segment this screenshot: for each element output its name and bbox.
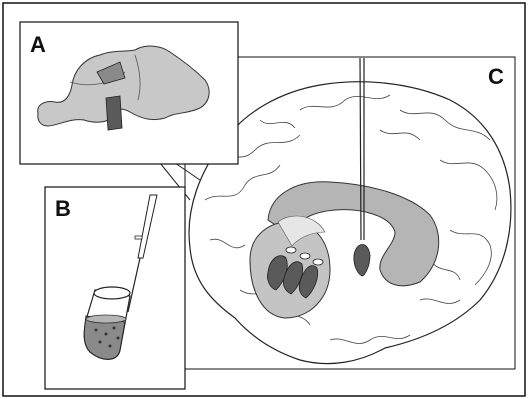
- graft-track-3: [313, 259, 323, 265]
- graft-track-1: [286, 247, 296, 253]
- panel-b-letter: B: [55, 196, 71, 221]
- pipette-mark: [135, 236, 142, 239]
- suspension-surface: [86, 315, 126, 323]
- panel-a: A: [20, 22, 238, 164]
- test-tube-rim: [94, 287, 130, 299]
- panel-c-letter: C: [488, 64, 504, 89]
- graft-track-2: [300, 253, 310, 259]
- panel-b: B: [45, 187, 185, 389]
- panel-a-letter: A: [30, 32, 46, 57]
- rat-midbrain-tissue: [106, 96, 122, 130]
